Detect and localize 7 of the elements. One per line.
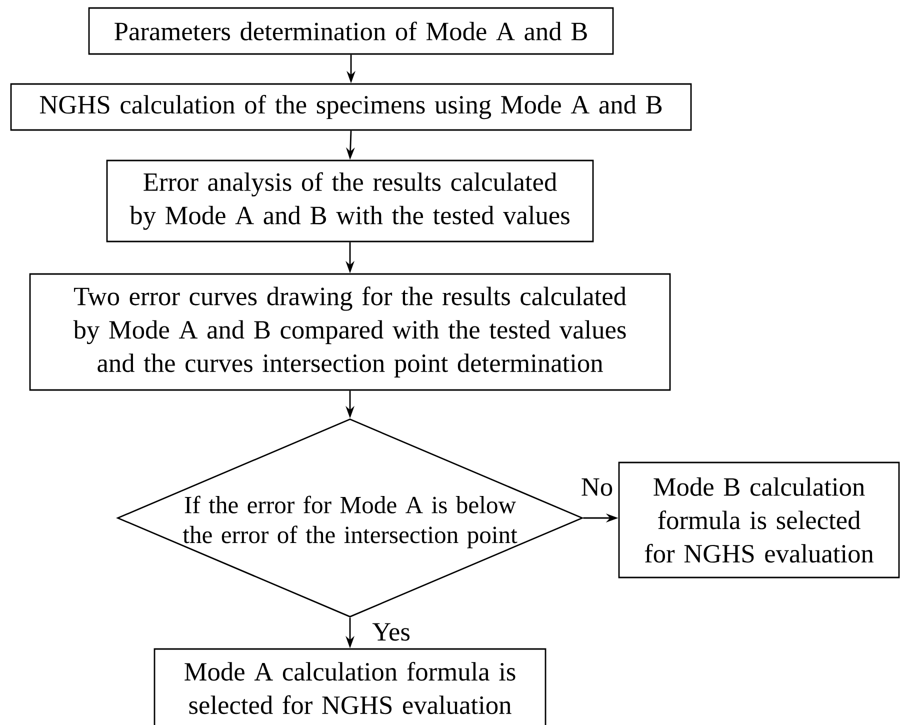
process-box: Mode B calculation formula is selected for NGHS evaluation bbox=[618, 462, 900, 578]
edge-label: Yes bbox=[370, 621, 412, 642]
process-box: Mode A calculation formula is selected for NGHS evaluation bbox=[154, 648, 546, 725]
process-box: Parameters determination of Mode A and B bbox=[88, 7, 614, 55]
process-box: Two error curves drawing for the results calculated by Mode A and B compared with the tested values and the curves intersection point determination bbox=[29, 273, 671, 391]
process-box: Error analysis of the results calculated by Mode A and B with the tested values bbox=[106, 160, 594, 242]
process-box: NGHS calculation of the specimens using Mode A and B bbox=[10, 83, 692, 131]
